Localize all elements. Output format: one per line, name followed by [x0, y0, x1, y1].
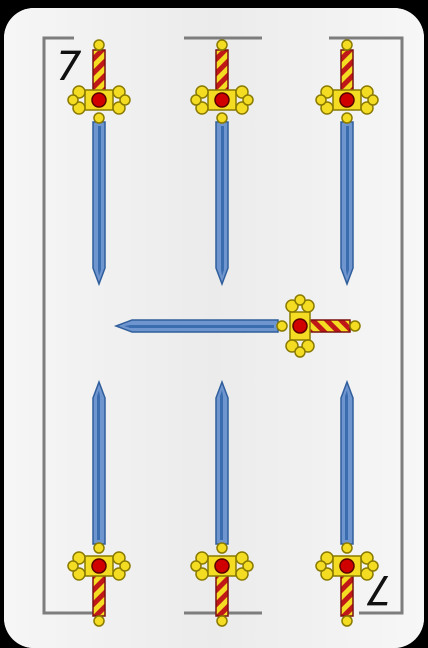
playing-card-seven-of-swords[interactable]: 7 7 — [4, 8, 424, 648]
card-face: 7 7 — [4, 8, 424, 648]
rank-index-top: 7 — [56, 44, 82, 90]
